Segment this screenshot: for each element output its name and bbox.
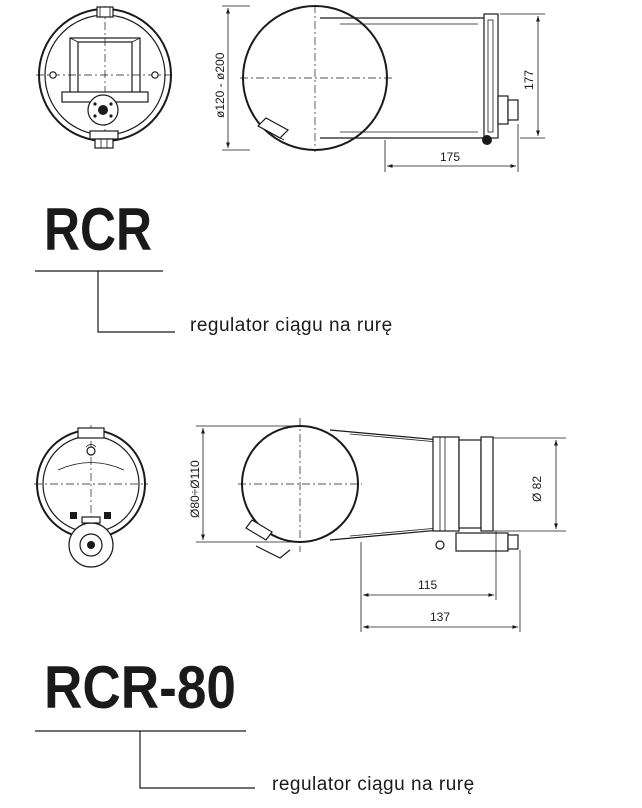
rcr-title-block: RCR regulator ciągu na rurę [35,196,393,336]
rcr-length-dimension: 175 [440,150,460,164]
rcr80-length-inner-dimension: 115 [418,578,437,592]
rcr-diameter-dimension: ø120 - ø200 [213,52,227,118]
rcr80-length-outer-dimension: 137 [430,610,450,624]
rcr80-side-view: Ø80÷Ø110 Ø 82 115 137 [188,418,566,632]
rcr80-outlet-diameter-dimension: Ø 82 [530,476,544,502]
rcr-model-title: RCR [44,196,152,263]
rcr-front-view [36,6,174,149]
rcr80-front-view [34,425,148,568]
rcr-side-view: ø120 - ø200 177 175 [213,5,545,172]
rcr80-title-block: RCR-80 regulator ciągu na rurę [35,654,475,795]
rcr80-diameter-dimension: Ø80÷Ø110 [188,460,202,518]
rcr80-model-title: RCR-80 [44,654,236,721]
rcr-description: regulator ciągu na rurę [190,315,393,336]
rcr-height-dimension: 177 [522,70,536,90]
rcr80-description: regulator ciągu na rurę [272,774,475,795]
